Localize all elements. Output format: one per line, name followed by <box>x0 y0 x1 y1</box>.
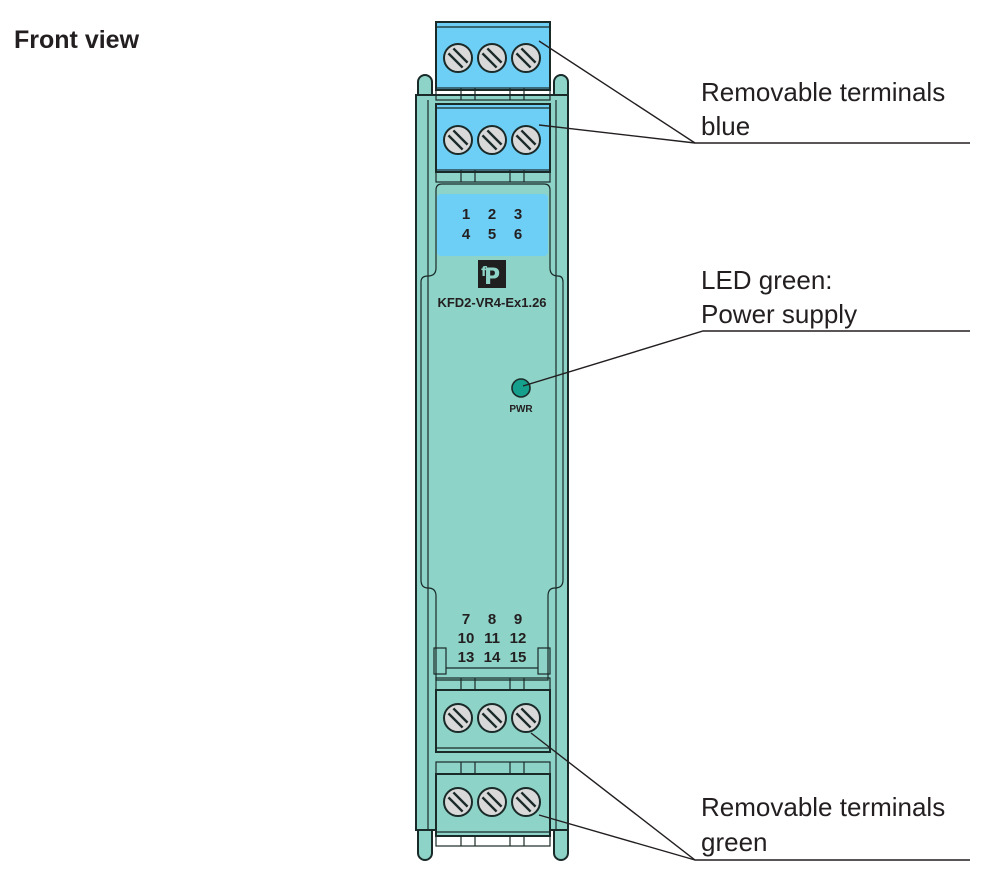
terminal-number: 13 <box>458 649 475 666</box>
svg-text:P: P <box>484 265 500 290</box>
terminal-numbers-bottom: 7 8 9 10 11 12 13 14 15 <box>458 611 527 666</box>
screw-icon <box>443 787 473 817</box>
screw-icon <box>477 787 507 817</box>
terminal-number: 8 <box>488 611 496 628</box>
screw-icon <box>477 43 507 73</box>
top-terminal-number-area <box>437 194 548 256</box>
svg-text:f: f <box>481 265 487 280</box>
terminal-number: 10 <box>458 630 475 647</box>
callout-bottom-terminals-line1: Removable terminals <box>701 792 945 822</box>
screw-icon <box>511 787 541 817</box>
leader-led <box>522 330 970 387</box>
led-label: PWR <box>509 404 533 415</box>
terminal-number: 12 <box>510 630 527 647</box>
diagram-title: Front view <box>14 26 140 54</box>
screw-icon <box>511 125 541 155</box>
screw-icon <box>511 703 541 733</box>
terminal-number: 11 <box>484 630 500 647</box>
terminal-number: 1 <box>462 206 470 223</box>
terminal-screws <box>443 43 541 817</box>
terminal-number: 3 <box>514 206 522 223</box>
terminal-number: 9 <box>514 611 522 628</box>
callout-top-terminals-line1: Removable terminals <box>701 77 945 107</box>
screw-icon <box>443 703 473 733</box>
terminal-number: 2 <box>488 206 496 223</box>
power-led-icon <box>511 378 531 398</box>
callout-led-line1: LED green: <box>701 265 833 295</box>
terminal-numbers-top: 1 2 3 4 5 6 <box>462 206 522 243</box>
leader-top-lower <box>538 124 696 144</box>
terminal-number: 5 <box>488 226 496 243</box>
callout-led-line2: Power supply <box>701 299 857 329</box>
screw-icon <box>477 125 507 155</box>
pepperl-fuchs-logo-icon: P f <box>478 260 506 290</box>
screw-icon <box>511 43 541 73</box>
leader-bottom-lower <box>538 814 696 861</box>
terminal-number: 15 <box>510 649 527 666</box>
screw-icon <box>477 703 507 733</box>
terminal-number: 7 <box>462 611 470 628</box>
callout-top-terminals-line2: blue <box>701 111 750 141</box>
model-label: KFD2-VR4-Ex1.26 <box>437 295 546 310</box>
terminal-number: 4 <box>462 226 471 243</box>
screw-icon <box>443 43 473 73</box>
latch-clips <box>433 647 551 675</box>
terminal-number: 6 <box>514 226 522 243</box>
leader-lines <box>522 40 970 861</box>
screw-icon <box>443 125 473 155</box>
callout-bottom-terminals-line2: green <box>701 827 768 857</box>
terminal-number: 14 <box>484 649 501 666</box>
